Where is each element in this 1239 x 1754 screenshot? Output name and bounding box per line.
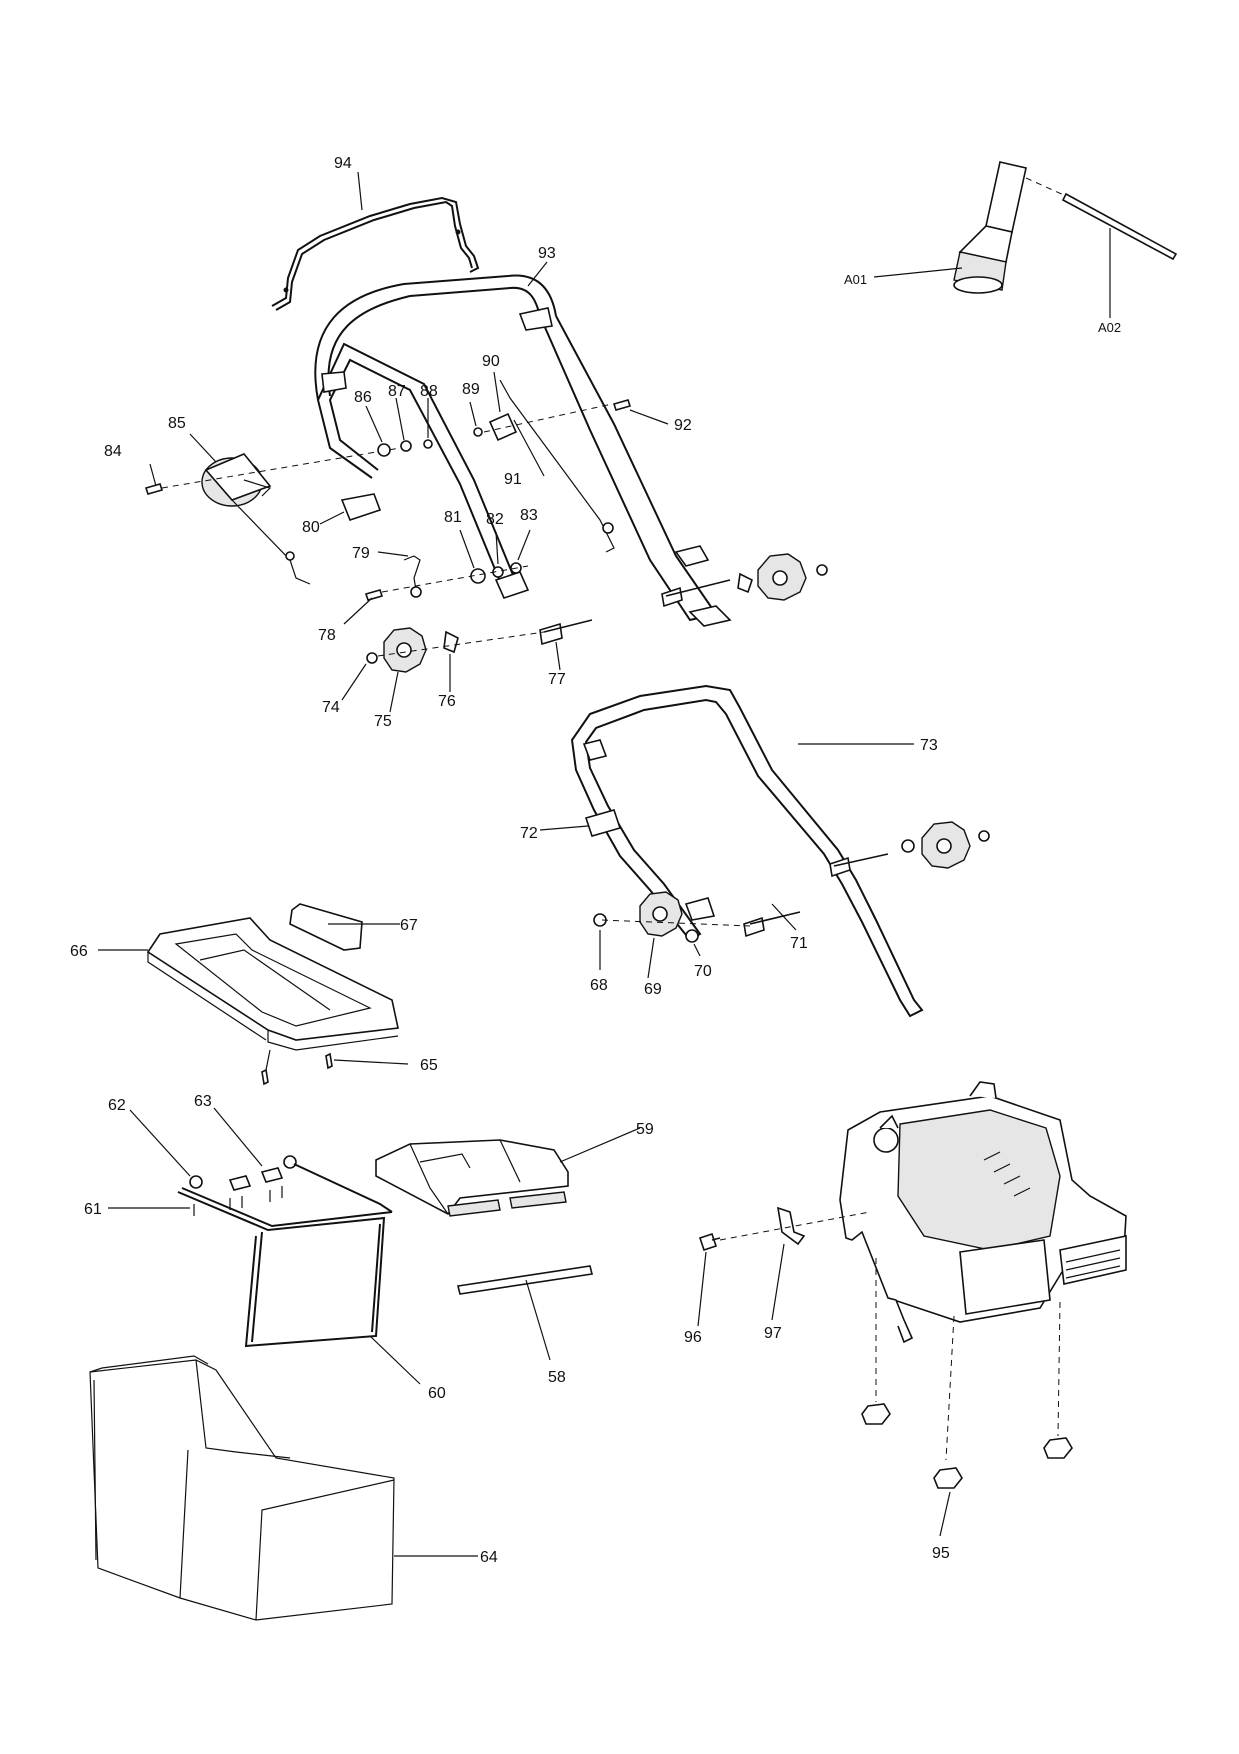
lower-right-nut bbox=[978, 830, 990, 842]
callout-67: 67 bbox=[400, 917, 418, 934]
callout-94: 94 bbox=[334, 155, 352, 172]
part-73-lower-handle bbox=[570, 684, 924, 1018]
engine-assembly bbox=[839, 1081, 1127, 1344]
callout-90: 90 bbox=[482, 353, 500, 370]
part-87-washer bbox=[400, 440, 412, 452]
callout-96: 96 bbox=[684, 1329, 702, 1346]
part-77-carriage-bolt bbox=[539, 619, 593, 646]
part-72-handle-clip bbox=[584, 809, 622, 837]
callout-85: 85 bbox=[168, 415, 186, 432]
part-65-screw-right bbox=[325, 1052, 333, 1070]
part-69-knob bbox=[639, 891, 683, 937]
callout-73: 73 bbox=[920, 737, 938, 754]
callout-70: 70 bbox=[694, 963, 712, 980]
part-58-rod bbox=[457, 1265, 593, 1295]
part-74-nut-right bbox=[816, 564, 828, 576]
part-70-washer bbox=[685, 929, 699, 943]
callout-76: 76 bbox=[438, 693, 456, 710]
callout-77: 77 bbox=[548, 671, 566, 688]
callout-61: 61 bbox=[84, 1201, 102, 1218]
part-59-rear-flap bbox=[375, 1139, 569, 1217]
callout-82: 82 bbox=[486, 511, 504, 528]
part-66-catcher-lid bbox=[146, 917, 399, 1051]
part-92-screw bbox=[612, 399, 632, 411]
part-76-shaped-washer bbox=[443, 630, 459, 654]
callout-75: 75 bbox=[374, 713, 392, 730]
part-96-bolt bbox=[698, 1232, 721, 1252]
part-77-carriage-bolt-right bbox=[661, 579, 731, 608]
part-86-washer bbox=[377, 443, 391, 457]
callout-66: 66 bbox=[70, 943, 88, 960]
part-a02-tommy-bar bbox=[1025, 177, 1178, 261]
callout-86: 86 bbox=[354, 389, 372, 406]
part-80-handle-clip bbox=[340, 493, 382, 521]
part-75-knob bbox=[383, 627, 427, 673]
callout-64: 64 bbox=[480, 1549, 498, 1566]
part-95-nut-3 bbox=[1043, 1437, 1073, 1459]
part-95-nut-1 bbox=[861, 1403, 891, 1425]
callout-84: 84 bbox=[104, 443, 122, 460]
callout-71: 71 bbox=[790, 935, 808, 952]
part-63-plate-2 bbox=[260, 1167, 284, 1183]
callout-87: 87 bbox=[388, 383, 406, 400]
part-95-nut-2 bbox=[933, 1467, 963, 1489]
callout-79: 79 bbox=[352, 545, 370, 562]
callout-62: 62 bbox=[108, 1097, 126, 1114]
callout-97: 97 bbox=[764, 1325, 782, 1342]
part-61-screws bbox=[193, 1186, 283, 1216]
callout-80: 80 bbox=[302, 519, 320, 536]
callout-92: 92 bbox=[674, 417, 692, 434]
part-a01-plug-wrench bbox=[953, 161, 1027, 294]
callout-63: 63 bbox=[194, 1093, 212, 1110]
callout-81: 81 bbox=[444, 509, 462, 526]
part-93-upper-handle bbox=[314, 274, 732, 627]
part-63-plate bbox=[228, 1175, 252, 1191]
callout-59: 59 bbox=[636, 1121, 654, 1138]
part-85-throttle-lever bbox=[201, 453, 311, 585]
part-64-grass-bag bbox=[89, 1355, 395, 1621]
callout-88: 88 bbox=[420, 383, 438, 400]
callout-a01: A01 bbox=[844, 272, 867, 287]
part-91-cable bbox=[499, 379, 615, 553]
callout-93: 93 bbox=[538, 245, 556, 262]
callout-89: 89 bbox=[462, 381, 480, 398]
callout-60: 60 bbox=[428, 1385, 446, 1402]
callout-78: 78 bbox=[318, 627, 336, 644]
callout-58: 58 bbox=[548, 1369, 566, 1386]
callout-69: 69 bbox=[644, 981, 662, 998]
callout-65: 65 bbox=[420, 1057, 438, 1074]
callout-74: 74 bbox=[322, 699, 340, 716]
part-90-cable-clip bbox=[488, 412, 518, 442]
part-89-nut bbox=[473, 427, 483, 437]
lower-right-bolt bbox=[829, 853, 889, 878]
part-94-control-bar bbox=[271, 196, 480, 311]
lower-right-washer bbox=[901, 839, 915, 853]
part-84-screw bbox=[144, 483, 164, 495]
part-97-cable-clip bbox=[776, 1206, 806, 1246]
part-60-catcher-frame bbox=[177, 1163, 393, 1348]
callout-91: 91 bbox=[504, 471, 522, 488]
part-75-knob-right bbox=[757, 553, 807, 601]
part-79-bolt bbox=[403, 555, 421, 591]
part-78-screw bbox=[364, 589, 384, 601]
part-74-nut bbox=[366, 652, 378, 664]
callout-83: 83 bbox=[520, 507, 538, 524]
lower-right-knob bbox=[921, 821, 971, 869]
part-76-shaped-washer-right bbox=[737, 572, 753, 594]
part-71-carriage-bolt bbox=[743, 911, 801, 938]
callout-a02: A02 bbox=[1098, 320, 1121, 335]
callout-95: 95 bbox=[932, 1545, 950, 1562]
part-67-grip bbox=[289, 903, 363, 951]
part-65-screw-left bbox=[261, 1068, 269, 1086]
callout-72: 72 bbox=[520, 825, 538, 842]
callout-68: 68 bbox=[590, 977, 608, 994]
part-88-nut bbox=[423, 439, 433, 449]
part-62-washer bbox=[189, 1175, 203, 1189]
